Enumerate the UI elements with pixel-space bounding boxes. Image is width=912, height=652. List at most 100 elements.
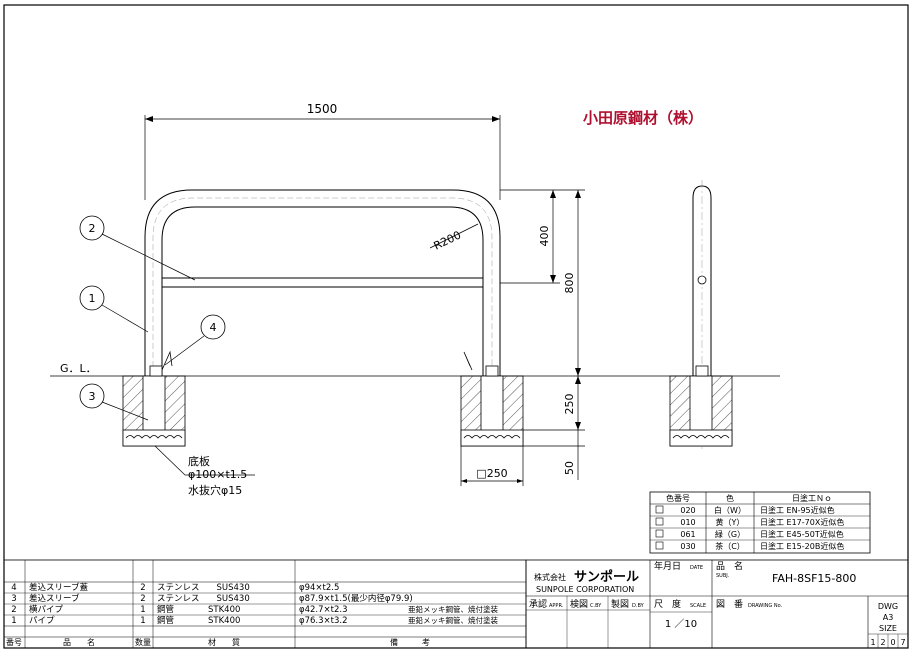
- paint-reference: 日塗工 E45-50T近似色: [760, 529, 844, 539]
- date-label: 年月日: [654, 560, 681, 572]
- parts-header-qty: 数量: [135, 637, 151, 647]
- product-code: FAH-8SF15-800: [772, 572, 856, 585]
- sheet-digit-2: 2: [880, 638, 885, 647]
- color-header-paint-no: 日塗工Ｎｏ: [792, 493, 832, 503]
- part-qty: 2: [140, 594, 145, 604]
- svg-text:3: 3: [89, 390, 96, 403]
- maker-name: サンポール: [574, 569, 639, 585]
- drawing-border: [3, 4, 909, 649]
- subject-en: SUBJ.: [716, 573, 730, 579]
- part-qty: 2: [140, 583, 145, 593]
- drawn-label: 製図: [611, 598, 629, 610]
- drawn-en: D.BY: [632, 603, 645, 609]
- color-table: 色番号 色 日塗工Ｎｏ 020 白（W） 日塗工 EN-95近似色 010 黄（Y） 日塗…: [649, 491, 871, 554]
- base-plate-drain: 水抜穴φ15: [188, 483, 242, 497]
- part-number: 1: [11, 616, 16, 626]
- sheet-digit-3: 0: [890, 638, 895, 647]
- base-plate-label: 底板: [188, 454, 210, 468]
- size-value: A3: [883, 613, 894, 622]
- color-name: 緑（G）: [715, 529, 745, 539]
- color-name: 白（W）: [714, 505, 746, 515]
- title-block: 株式会社 サンポール SUNPOLE CORPORATION 年月日 DATE …: [525, 559, 909, 649]
- sheet-digit-4: 7: [900, 638, 905, 647]
- approved-label: 承認: [529, 598, 547, 610]
- maker-english: SUNPOLE CORPORATION: [536, 585, 634, 594]
- callout-3: 3: [79, 383, 149, 421]
- subject-label: 品 名: [716, 560, 743, 572]
- company-name: 小田原鋼材（株）: [583, 109, 703, 127]
- part-remarks: 亜鉛メッキ鋼管、焼付塗装: [408, 615, 498, 625]
- drawing-no-en: DRAWING No.: [748, 603, 783, 609]
- color-number: 020: [680, 506, 695, 515]
- foundation-size-dimension: □250: [476, 467, 507, 480]
- part-name: 差込スリーブ蓋: [29, 582, 88, 593]
- part-name: 横パイプ: [29, 604, 64, 615]
- embed-depth-dimension: 250: [563, 394, 576, 415]
- color-checkbox: [655, 517, 664, 526]
- checked-label: 検図: [570, 598, 588, 610]
- scale-en: SCALE: [690, 603, 706, 609]
- drawing-no-label: 図 番: [716, 598, 743, 610]
- svg-text:2: 2: [89, 222, 96, 235]
- base-thickness-dimension: 50: [563, 461, 576, 475]
- svg-text:1: 1: [89, 292, 96, 305]
- upper-height-dimension: 400: [538, 226, 551, 247]
- part-material: 鋼管 STK400: [157, 615, 240, 626]
- maker-prefix: 株式会社: [534, 572, 566, 582]
- color-checkbox: [655, 505, 664, 514]
- color-checkbox: [655, 529, 664, 538]
- part-material: ステンレス SUS430: [157, 594, 250, 604]
- checked-en: C.BY: [590, 603, 602, 609]
- part-qty: 1: [140, 605, 145, 615]
- left-foundation: [122, 350, 186, 447]
- part-name: 差込スリーブ: [29, 593, 80, 604]
- part-number: 3: [11, 594, 16, 604]
- paint-reference: 日塗工 E17-70X近似色: [760, 517, 844, 527]
- dwg-label: DWG: [878, 602, 898, 611]
- paint-reference: 日塗工 E15-20B近似色: [760, 541, 844, 551]
- paint-reference: 日塗工 EN-95近似色: [760, 505, 835, 515]
- scale-label: 尺 度: [654, 598, 681, 610]
- color-checkbox: [655, 541, 664, 550]
- base-plate-spec: φ100×t1.5: [188, 468, 247, 481]
- part-spec: φ94×t2.5: [299, 583, 339, 593]
- radius-dimension: R200: [432, 228, 463, 252]
- color-name: 茶（C）: [715, 541, 745, 551]
- part-name: パイプ: [29, 616, 55, 626]
- part-material: ステンレス SUS430: [157, 583, 250, 593]
- part-remarks: 亜鉛メッキ鋼管、焼付塗装: [408, 604, 498, 614]
- part-number: 4: [11, 583, 16, 593]
- scale-value: 1 ／10: [665, 618, 697, 630]
- side-view: [669, 180, 733, 450]
- total-height-dimension: 800: [563, 273, 576, 294]
- color-header-color: 色: [726, 493, 734, 503]
- part-material: 鋼管 STK400: [157, 604, 240, 615]
- sheet-digit-1: 1: [870, 638, 875, 647]
- front-view: 1500 R200 400 800 G．L．: [50, 102, 780, 497]
- part-number: 2: [11, 605, 16, 615]
- part-spec: φ87.9×t1.5(最少内径φ79.9): [299, 593, 413, 604]
- ground-level-label: G．L．: [60, 362, 97, 375]
- approved-en: APPR.: [549, 603, 564, 609]
- callout-2: 2: [79, 215, 196, 281]
- parts-table: 4 差込スリーブ蓋 2 ステンレス SUS430 φ94×t2.5 3 差込スリーブ 2 ステン…: [3, 559, 527, 649]
- part-spec: φ42.7×t2.3: [299, 605, 348, 615]
- right-foundation: [460, 351, 524, 447]
- callout-4: 4: [164, 314, 226, 366]
- color-number: 010: [680, 518, 695, 527]
- callout-1: 1: [79, 285, 149, 333]
- color-number: 030: [680, 542, 695, 551]
- parts-header-material: 材 質: [208, 637, 240, 647]
- size-label: SIZE: [879, 624, 897, 633]
- part-qty: 1: [140, 616, 145, 626]
- svg-text:4: 4: [210, 321, 217, 334]
- color-header-number: 色番号: [666, 493, 690, 503]
- color-name: 黄（Y）: [716, 517, 745, 527]
- parts-header-name: 品 名: [63, 637, 95, 647]
- parts-header-remarks: 備 考: [390, 637, 430, 647]
- part-spec: φ76.3×t3.2: [299, 616, 348, 626]
- width-dimension: 1500: [307, 102, 338, 116]
- color-number: 061: [680, 530, 695, 539]
- main-pipe: [144, 189, 501, 430]
